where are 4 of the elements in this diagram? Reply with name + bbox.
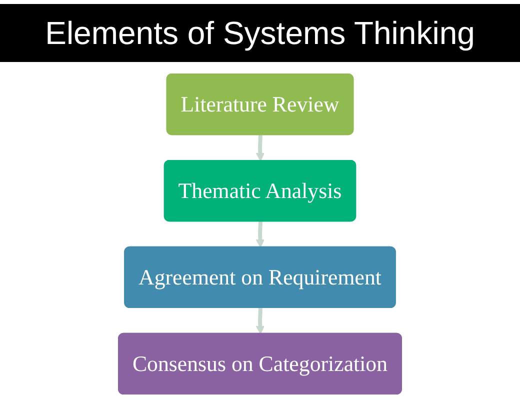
- title-banner: Elements of Systems Thinking: [0, 4, 520, 62]
- arrow: [256, 222, 265, 248]
- arrow: [256, 135, 265, 162]
- arrow: [256, 308, 265, 334]
